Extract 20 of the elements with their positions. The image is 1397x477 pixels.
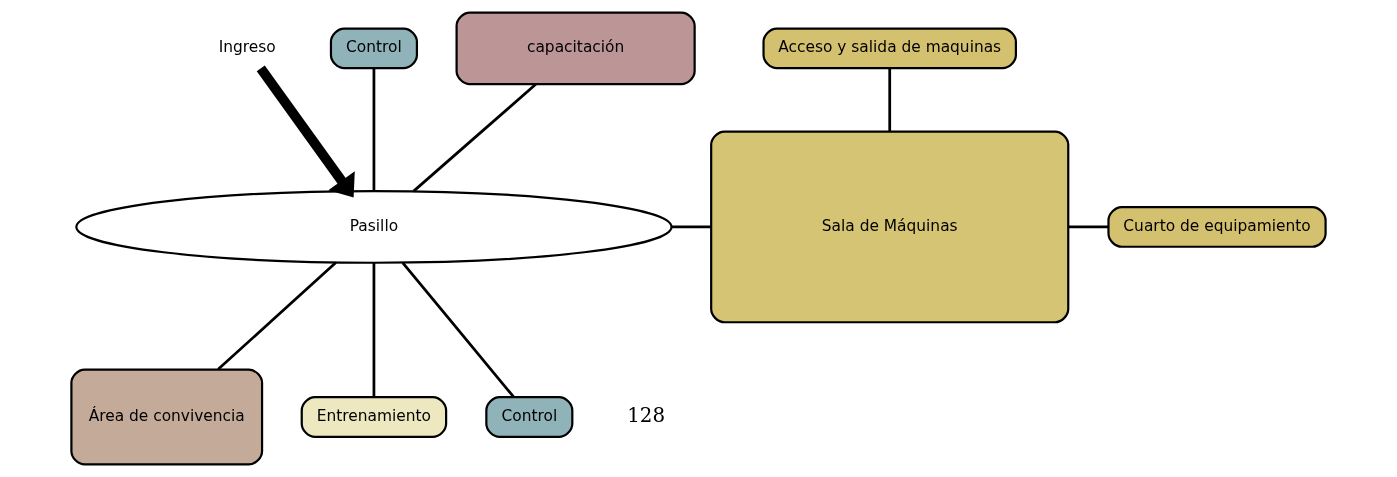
node-box: Control: [329, 27, 418, 70]
connector: [671, 225, 711, 229]
node-text: Ingreso: [218, 38, 276, 57]
connector: [372, 68, 376, 192]
node-box: Entrenamiento: [300, 396, 448, 438]
connector: [372, 262, 376, 397]
connector: [217, 261, 337, 371]
node-box: Sala de Máquinas: [710, 130, 1070, 324]
connector: [412, 83, 537, 193]
node-box: Cuarto de equipamiento: [1107, 206, 1327, 248]
label: 128: [627, 403, 666, 427]
connector: [401, 262, 515, 398]
connector: [888, 68, 892, 132]
node-box: Área de convivencia: [70, 368, 264, 466]
node-box: Control: [485, 396, 574, 438]
connector: [1068, 225, 1109, 229]
arrow: [256, 65, 355, 198]
node-ellipse: Pasillo: [75, 190, 673, 264]
node-box: Acceso y salida de maquinas: [762, 27, 1017, 70]
node-box: capacitación: [455, 11, 696, 86]
